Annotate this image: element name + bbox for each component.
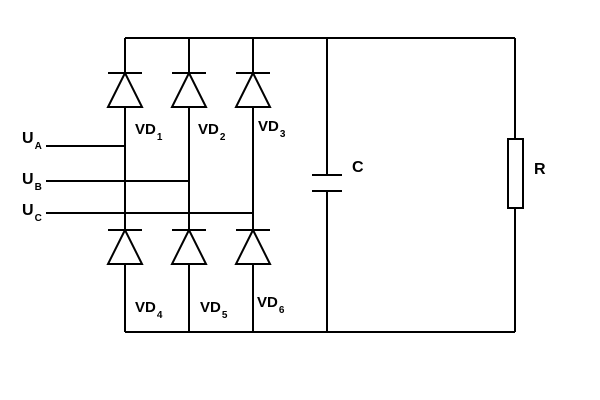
label-vd2: VD2: [198, 121, 226, 143]
diode-vd1: [106, 70, 144, 108]
label-vd6: VD6: [257, 294, 285, 316]
label-ub: UB: [22, 171, 42, 193]
capacitor-c: [312, 174, 342, 192]
diode-vd2: [170, 70, 208, 108]
diode-vd3: [234, 70, 272, 108]
label-vd4: VD4: [135, 299, 163, 321]
diode-vd5: [170, 227, 208, 265]
resistor-r: [507, 138, 524, 209]
label-r: R: [534, 161, 546, 178]
label-c: C: [352, 159, 364, 176]
label-vd3: VD3: [258, 118, 286, 140]
diode-vd4: [106, 227, 144, 265]
diode-vd6: [234, 227, 272, 265]
label-uc: UC: [22, 202, 42, 224]
label-ua: UA: [22, 130, 42, 152]
label-vd1: VD1: [135, 121, 163, 143]
label-vd5: VD5: [200, 299, 228, 321]
